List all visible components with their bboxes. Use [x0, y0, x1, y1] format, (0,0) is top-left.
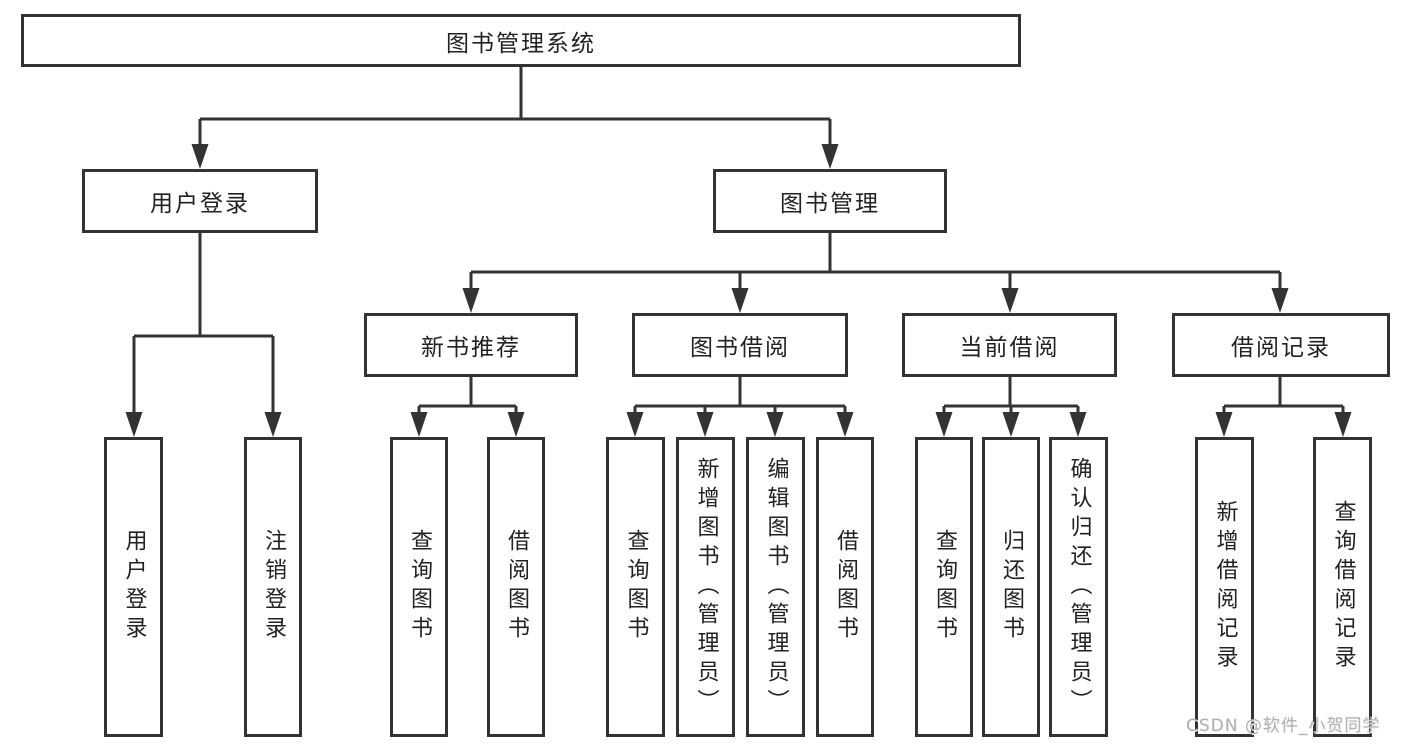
leaf-borrow-books-recommend: 借阅图书 — [487, 437, 545, 737]
leaf-borrow-books-borrowing: 借阅图书 — [816, 437, 874, 737]
leaf-return-books: 归还图书 — [982, 437, 1040, 737]
leaf-query-books-current: 查询图书 — [915, 437, 973, 737]
leaf-add-borrow-record: 新增借阅记录 — [1195, 437, 1254, 737]
leaf-edit-book-admin: 编辑图书（管理员） — [746, 437, 805, 737]
node-book-management: 图书管理 — [713, 169, 947, 233]
csdn-watermark: CSDN @软件_小贺同学 — [1186, 716, 1381, 736]
leaf-query-books-recommend: 查询图书 — [390, 437, 448, 737]
node-user-login: 用户登录 — [82, 169, 318, 233]
leaf-logout: 注销登录 — [244, 437, 302, 737]
node-book-borrowing: 图书借阅 — [632, 313, 848, 377]
leaf-query-books-borrowing: 查询图书 — [606, 437, 665, 737]
leaf-query-borrow-record: 查询借阅记录 — [1313, 437, 1372, 737]
node-current-borrowing: 当前借阅 — [902, 313, 1117, 377]
leaf-confirm-return-admin: 确认归还（管理员） — [1049, 437, 1108, 737]
node-borrowing-records: 借阅记录 — [1172, 313, 1390, 377]
node-new-book-recommend: 新书推荐 — [364, 313, 578, 377]
leaf-user-login: 用户登录 — [104, 437, 163, 737]
node-root: 图书管理系统 — [21, 14, 1021, 67]
leaf-add-book-admin: 新增图书（管理员） — [676, 437, 735, 737]
